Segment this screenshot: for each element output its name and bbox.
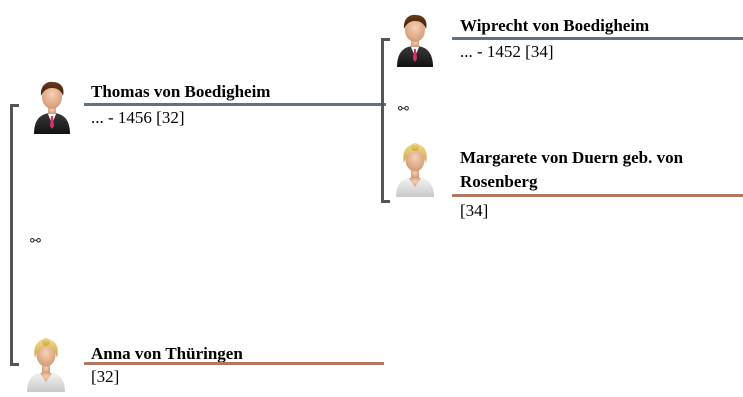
- marriage-symbol: ⚯: [30, 233, 41, 248]
- person-name-father[interactable]: Wiprecht von Boedigheim: [460, 16, 650, 35]
- person-info-root: ... - 1456 [32]: [91, 108, 185, 127]
- person-underline-root: [84, 103, 386, 106]
- person-name-mother-line2[interactable]: Rosenberg: [460, 172, 538, 191]
- person-underline-spouse: [84, 362, 384, 365]
- female-person-icon: [393, 141, 437, 197]
- female-person-icon: [24, 336, 68, 392]
- person-name-root[interactable]: Thomas von Boedigheim: [91, 82, 271, 101]
- person-info-spouse: [32]: [91, 367, 120, 386]
- person-info-mother: [34]: [460, 201, 489, 220]
- male-person-icon: [30, 78, 74, 134]
- person-underline-mother: [452, 194, 743, 197]
- parents-marriage-symbol: ⚯: [398, 101, 409, 116]
- person-info-father: ... - 1452 [34]: [460, 42, 554, 61]
- person-name-mother-line1[interactable]: Margarete von Duern geb. von: [460, 148, 684, 167]
- person-name-spouse[interactable]: Anna von Thüringen: [91, 344, 243, 363]
- spouse-bracket: [10, 104, 19, 366]
- person-underline-father: [452, 37, 743, 40]
- parents-bracket: [381, 38, 390, 203]
- male-person-icon: [393, 11, 437, 67]
